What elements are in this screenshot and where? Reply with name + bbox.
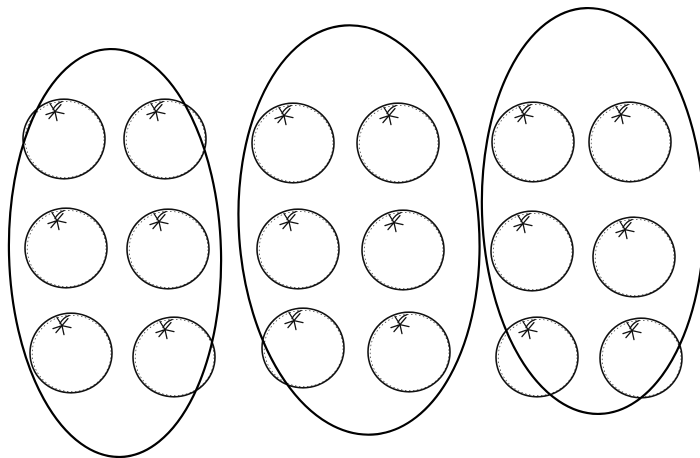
tomato-icon <box>368 312 450 392</box>
tomato-icon <box>262 308 344 388</box>
tomato-body <box>593 217 675 297</box>
tomato-body <box>368 312 450 392</box>
tomato-icon <box>593 217 675 297</box>
tomato-icon <box>257 209 339 289</box>
tomato-icon <box>357 103 439 183</box>
tomato-body <box>357 103 439 183</box>
tomato-body <box>127 209 209 289</box>
tomato-body <box>600 318 682 398</box>
tomato-icon <box>30 313 112 393</box>
tomato-icon <box>133 317 215 397</box>
tomato-icon <box>492 102 574 182</box>
tomato-icon <box>362 210 444 290</box>
tomato-icon <box>589 102 671 182</box>
tomato-icon <box>124 99 206 179</box>
tomato-icon <box>491 211 573 291</box>
tomato-icon <box>252 103 334 183</box>
tomato-icon <box>25 208 107 288</box>
tomato-body <box>124 99 206 179</box>
tomato-icon <box>600 318 682 398</box>
tomato-body <box>492 102 574 182</box>
tomato-body <box>262 308 344 388</box>
tomato-body <box>496 317 578 397</box>
tomato-body <box>491 211 573 291</box>
tomato-body <box>257 209 339 289</box>
tomato-body <box>133 317 215 397</box>
tomato-body <box>30 313 112 393</box>
tomato-body <box>25 208 107 288</box>
tomato-body <box>362 210 444 290</box>
tomato-icon <box>127 209 209 289</box>
tomato-icon <box>496 317 578 397</box>
tomato-body <box>589 102 671 182</box>
tomato-body <box>252 103 334 183</box>
